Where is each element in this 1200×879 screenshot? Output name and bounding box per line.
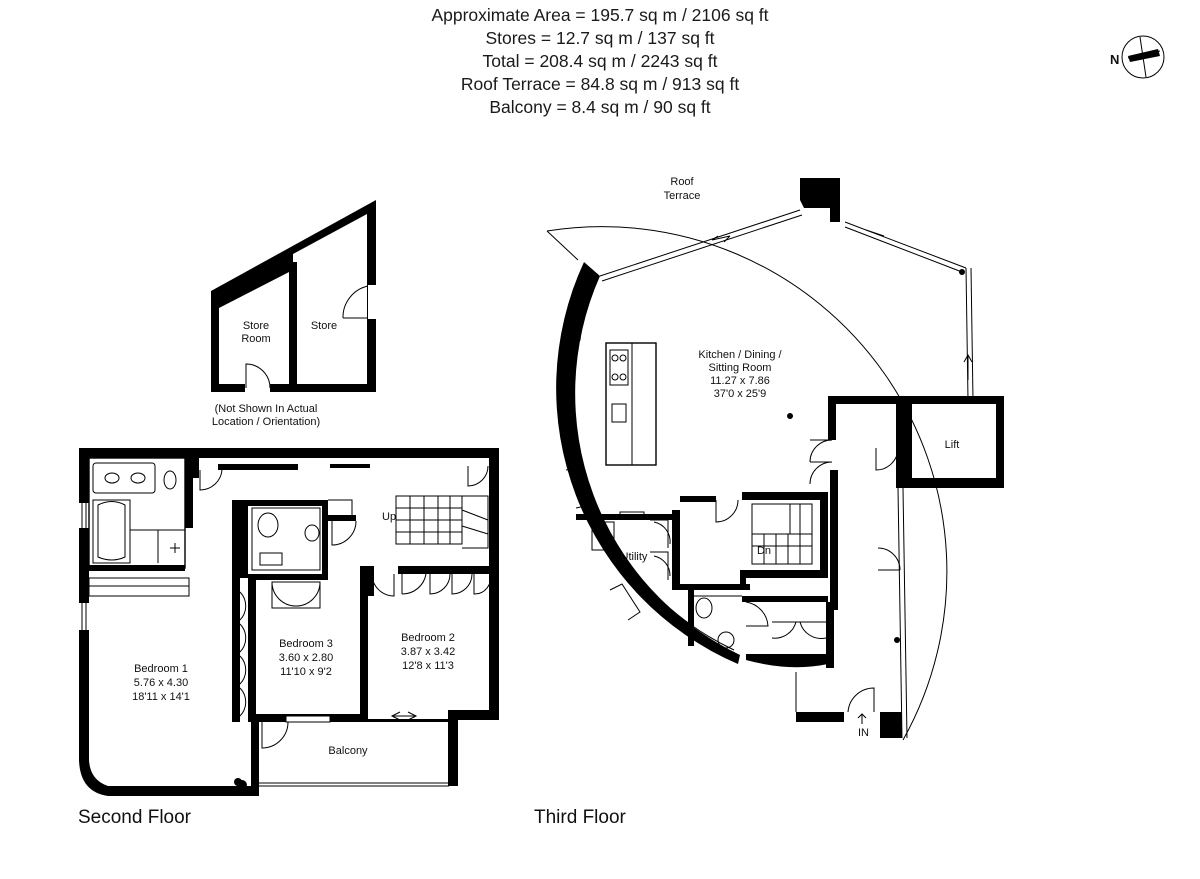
kitchen-label: Kitchen / Dining /	[698, 349, 782, 361]
third-floor-plan: IN Utility Dn	[534, 176, 1004, 828]
compass-north-icon: N	[1110, 35, 1165, 79]
store-room-label-2: Room	[241, 333, 270, 345]
area-line-4: Roof Terrace = 84.8 sq m / 913 sq ft	[460, 74, 740, 94]
stores-plan: Store Room Store (Not Shown In Actual Lo…	[211, 200, 378, 428]
kitchen-imperial: 37'0 x 25'9	[714, 388, 767, 400]
up-label: Up	[382, 511, 396, 523]
second-floor-plan: Up Bedroom 1 5.76 x 4.30 18'11 x 14'1 Be…	[78, 448, 499, 828]
roof-terrace-label: Roof	[670, 176, 694, 188]
bedroom1-metric: 5.76 x 4.30	[134, 677, 188, 689]
area-line-5: Balcony = 8.4 sq m / 90 sq ft	[489, 97, 711, 117]
area-line-2: Stores = 12.7 sq m / 137 sq ft	[485, 28, 715, 48]
third-floor-title: Third Floor	[534, 807, 627, 828]
compass-label: N	[1110, 52, 1119, 67]
store-room-label: Store	[243, 320, 269, 332]
roof-terrace-label-2: Terrace	[664, 190, 701, 202]
utility-label: Utility	[621, 551, 648, 563]
second-floor-title: Second Floor	[78, 807, 192, 828]
kitchen-label-2: Sitting Room	[709, 362, 772, 374]
kitchen-metric: 11.27 x 7.86	[710, 375, 770, 387]
stores-note-1: (Not Shown In Actual	[215, 403, 318, 415]
bedroom2-imperial: 12'8 x 11'3	[402, 660, 454, 672]
bedroom2-metric: 3.87 x 3.42	[401, 646, 455, 658]
stair-dn-label: Dn	[757, 545, 771, 557]
store-label: Store	[311, 320, 337, 332]
entrance-in-label: IN	[858, 727, 869, 739]
area-line-1: Approximate Area = 195.7 sq m / 2106 sq …	[431, 5, 769, 25]
bedroom3-metric: 3.60 x 2.80	[279, 652, 333, 664]
stores-note-2: Location / Orientation)	[212, 416, 320, 428]
balcony-label: Balcony	[328, 745, 368, 757]
bedroom3-imperial: 11'10 x 9'2	[280, 666, 332, 678]
lift-label: Lift	[945, 439, 960, 451]
bedroom2-label: Bedroom 2	[401, 632, 455, 644]
bedroom3-label: Bedroom 3	[279, 638, 333, 650]
bedroom1-label: Bedroom 1	[134, 663, 188, 675]
bedroom1-imperial: 18'11 x 14'1	[132, 691, 190, 703]
area-line-3: Total = 208.4 sq m / 2243 sq ft	[482, 51, 718, 71]
